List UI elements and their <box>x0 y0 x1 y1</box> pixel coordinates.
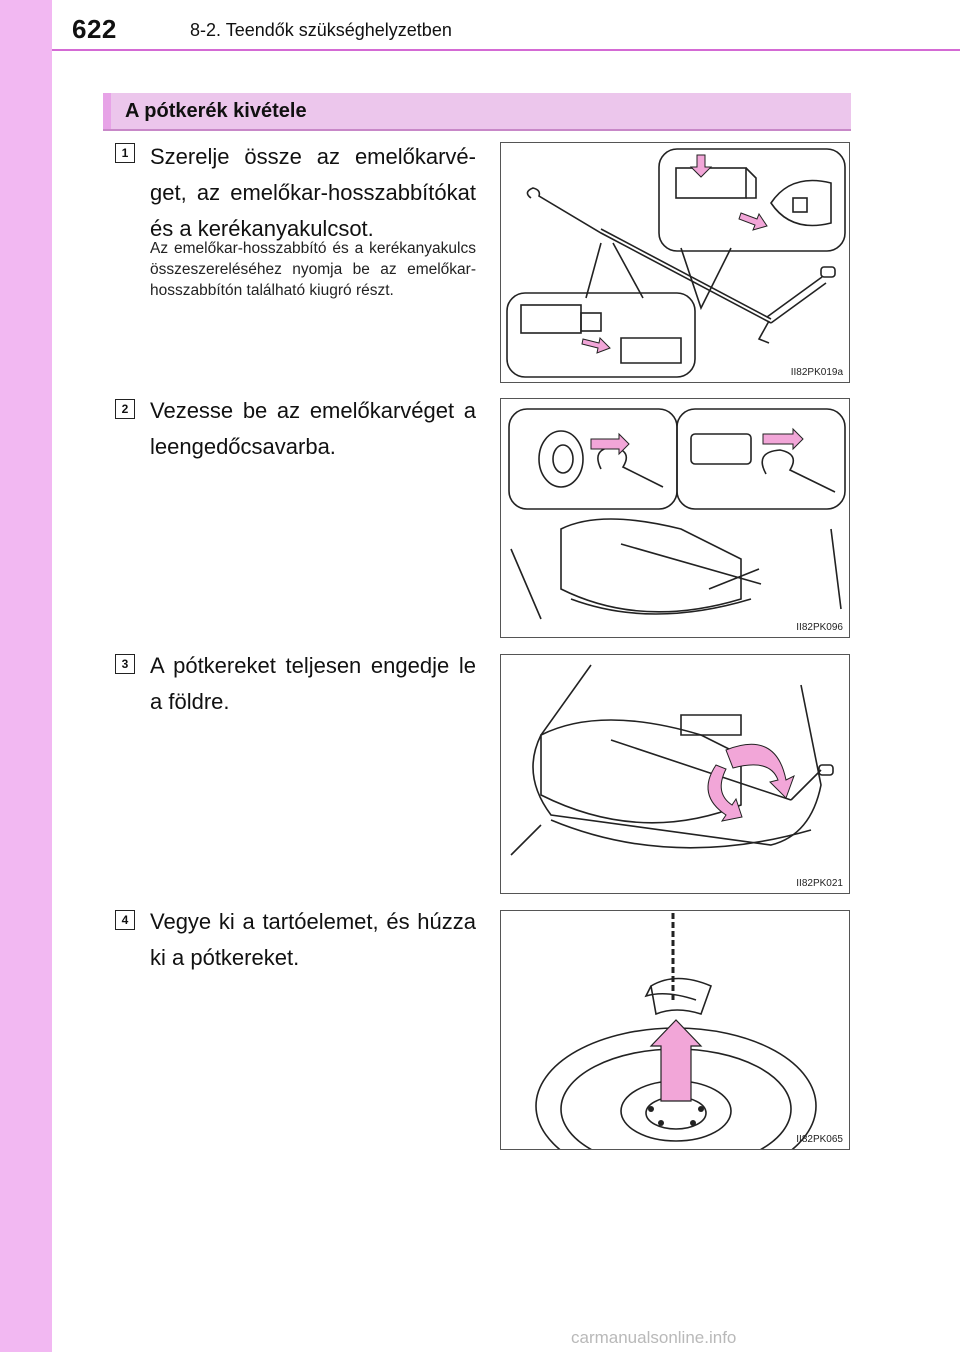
watermark: carmanualsonline.info <box>571 1328 737 1347</box>
side-color-strip <box>0 0 52 1352</box>
figure-3-drawing <box>510 664 834 856</box>
step-1-text: Szerelje össze az emelőkarvé­get, az eme… <box>150 144 476 241</box>
section-heading-text: A pótkerék kivétele <box>125 100 307 122</box>
page-number: 622 <box>72 14 117 44</box>
figure-1-code: II82PK019a <box>790 367 843 378</box>
figure-3-code: II82PK021 <box>796 878 843 889</box>
heading-accent <box>103 93 111 129</box>
step-3-text: A pótkereket teljesen engedje le a földr… <box>150 653 476 714</box>
figure-2-insert-jack-handle: II82PK096 <box>500 398 850 638</box>
step-4-text: Vegye ki a tartóelemet, és húzza ki a pó… <box>150 909 476 970</box>
section-heading: A pótkerék kivétele <box>103 93 851 131</box>
step-1-note: Az emelőkar-hosszabbító és a ke­rékanyak… <box>150 240 476 299</box>
figure-1-drawing <box>506 148 846 378</box>
figure-4-drawing <box>535 913 817 1149</box>
step-2-text: Vezesse be az emelőkarvéget a leengedőcs… <box>150 398 476 459</box>
figure-2-code: II82PK096 <box>796 622 843 633</box>
header-rule <box>52 49 960 51</box>
figure-3-lower-spare-tire: II82PK021 <box>500 654 850 894</box>
step-badge-1: 1 <box>115 143 135 163</box>
figure-4-code: II82PK065 <box>796 1134 843 1145</box>
figure-2-drawing <box>508 408 846 620</box>
section-title: 8-2. Teendők szükséghelyzetben <box>190 20 452 40</box>
step-badge-4: 4 <box>115 910 135 930</box>
step-badge-2: 2 <box>115 399 135 419</box>
figure-4-remove-retainer: II82PK065 <box>500 910 850 1150</box>
step-badge-3: 3 <box>115 654 135 674</box>
figure-1-jack-assembly: II82PK019a <box>500 142 850 383</box>
